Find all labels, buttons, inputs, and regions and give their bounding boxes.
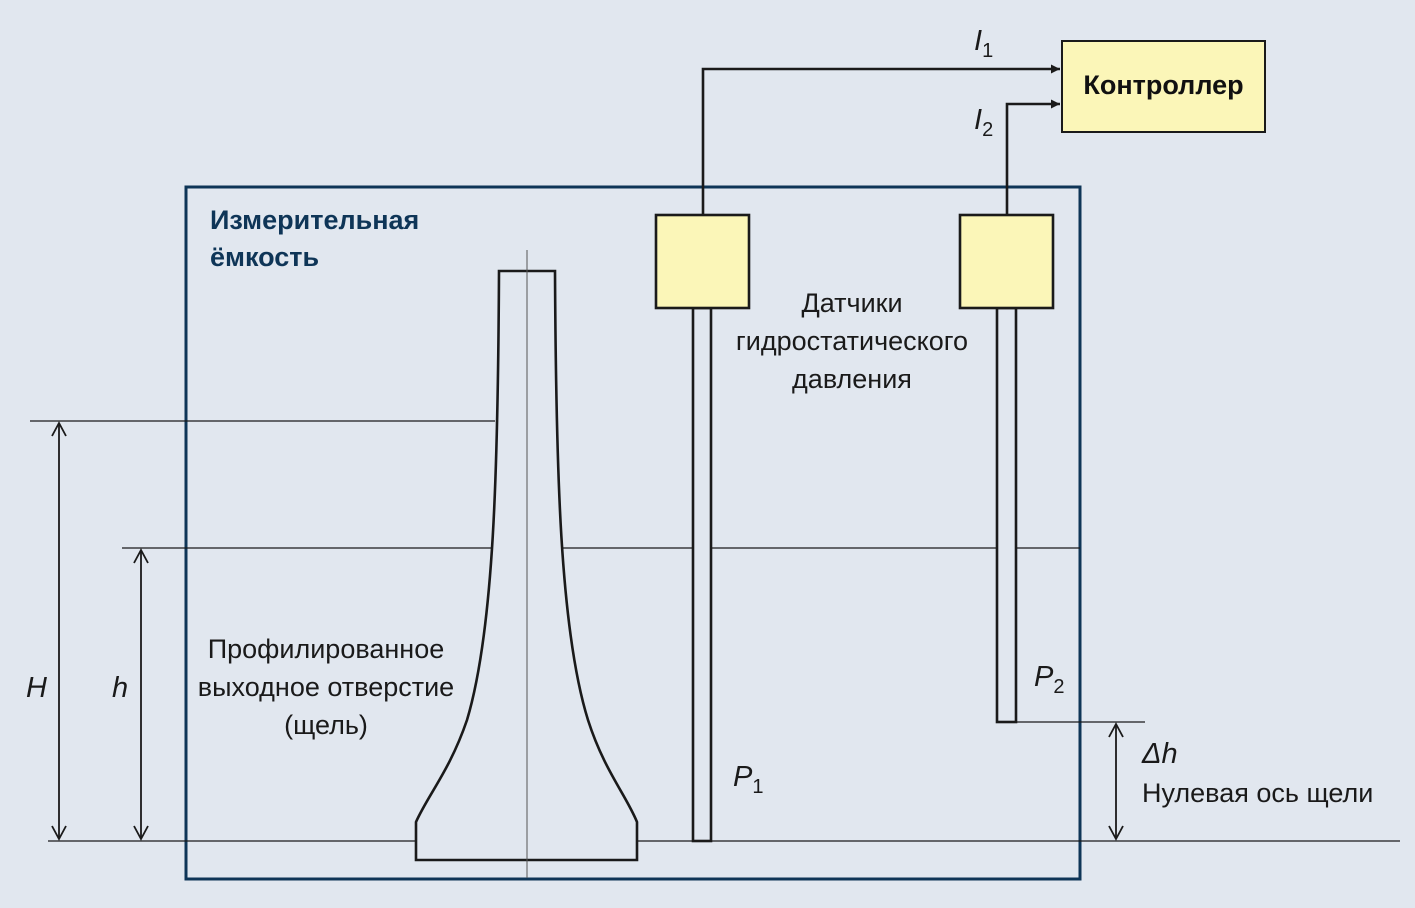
sensor-head-1 [654,213,751,310]
var-P1: P1 [733,761,764,798]
sensor-tube-2 [995,306,1018,724]
var-delta-h: Δh [1142,738,1178,770]
var-P2: P2 [1034,661,1065,698]
zero-axis-label: Нулевая ось щели [1142,778,1374,808]
sensors-label: Датчики гидростатического давления [735,288,969,394]
dimension-H [51,421,67,841]
signal-line-i1 [701,64,1060,215]
controller-label: Контроллер [1083,70,1244,100]
sensor-tube-1 [691,306,713,843]
measuring-tank [184,185,1082,881]
sensor-head-2 [958,213,1055,310]
dimension-delta-h [1108,722,1124,841]
tank-title: Измерительная ёмкость [210,205,420,272]
signal-line-i2 [1005,99,1060,215]
var-I2: I2 [974,104,994,141]
slot-label: Профилированное выходное отверстие (щель… [197,634,455,740]
controller-box [1061,40,1266,133]
var-I1: I1 [974,25,994,62]
var-h: h [112,672,129,704]
var-H: H [26,672,47,704]
dimension-h [133,548,149,841]
